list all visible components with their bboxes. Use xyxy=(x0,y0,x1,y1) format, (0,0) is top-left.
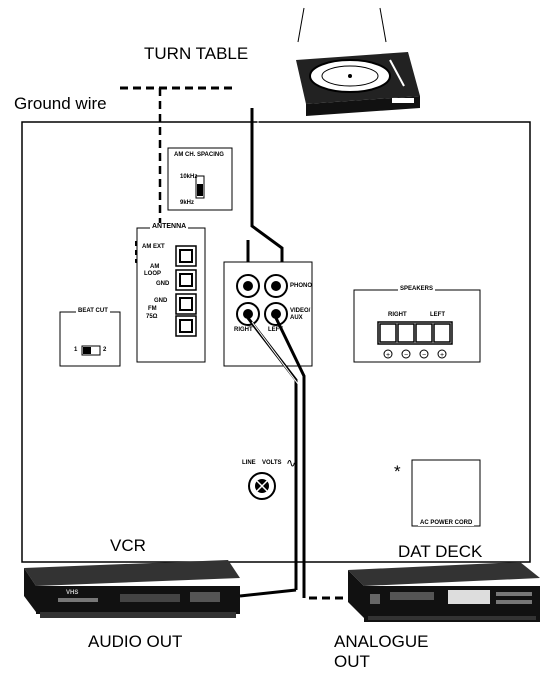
analogue-out-label-1: ANALOGUE xyxy=(334,632,429,651)
svg-text:+: + xyxy=(386,352,390,359)
jack-video-aux-label-2: AUX xyxy=(290,315,303,321)
am-spacing-10k: 10kHz xyxy=(180,174,198,180)
antenna-am-loop-2: LOOP xyxy=(144,271,162,277)
dat-deck-icon xyxy=(348,562,540,622)
vhs-logo: VHS xyxy=(66,590,79,596)
audio-out-cable xyxy=(239,588,297,598)
vcr-icon xyxy=(24,560,240,618)
input-jacks-panel xyxy=(223,261,313,367)
antenna-fm-ohm: 75Ω xyxy=(146,314,158,320)
beat-cut-switch xyxy=(59,311,121,367)
beat-cut-1: 1 xyxy=(74,347,78,353)
antenna-terminal-block xyxy=(136,227,206,363)
antenna-gnd-2: GND xyxy=(154,298,168,304)
beat-cut-2: 2 xyxy=(103,347,107,353)
beat-cut-title: BEAT CUT xyxy=(76,308,110,314)
antenna-title: ANTENNA xyxy=(150,223,189,230)
turntable-icon xyxy=(296,7,420,116)
ac-power-cord-box xyxy=(411,459,481,527)
antenna-gnd-1: GND xyxy=(156,281,170,287)
volts-label: VOLTS xyxy=(262,460,282,466)
turntable-label: TURN TABLE xyxy=(144,44,249,63)
antenna-fm: FM xyxy=(148,306,157,312)
speakers-left: LEFT xyxy=(430,312,445,318)
analogue-out-label-2: OUT xyxy=(334,652,370,671)
jack-video-aux-label-1: VIDEO/ xyxy=(290,308,311,314)
vcr-label: VCR xyxy=(110,536,146,555)
line-voltage-selector xyxy=(248,472,276,500)
svg-text:+: + xyxy=(440,352,444,359)
speakers-title: SPEAKERS xyxy=(398,286,436,292)
analogue-out-cable xyxy=(302,590,348,600)
am-spacing-title: AM CH. SPACING xyxy=(174,152,224,158)
aux-cable-left xyxy=(274,317,306,590)
speakers-right: RIGHT xyxy=(388,312,407,318)
antenna-am-loop-1: AM xyxy=(150,264,160,270)
dat-deck-label: DAT DECK xyxy=(398,542,483,561)
jack-phono-label: PHONO xyxy=(290,283,313,289)
asterisk-mark: * xyxy=(394,462,401,481)
audio-out-label: AUDIO OUT xyxy=(88,632,183,651)
ground-wire-label: Ground wire xyxy=(14,94,107,113)
am-spacing-switch xyxy=(167,147,233,211)
svg-text:−: − xyxy=(422,352,426,359)
jack-left-label: LEFT xyxy=(268,327,283,333)
speaker-terminals: + − − + xyxy=(353,289,481,363)
line-label: LINE xyxy=(242,460,256,466)
svg-text:−: − xyxy=(404,352,408,359)
ac-power-cord-label: AC POWER CORD xyxy=(418,520,475,526)
am-spacing-9k: 9kHz xyxy=(180,200,195,206)
ac-tilde-icon: ∿ xyxy=(286,456,297,470)
jack-right-label: RIGHT xyxy=(234,327,253,333)
antenna-am-ext: AM EXT xyxy=(142,244,165,250)
